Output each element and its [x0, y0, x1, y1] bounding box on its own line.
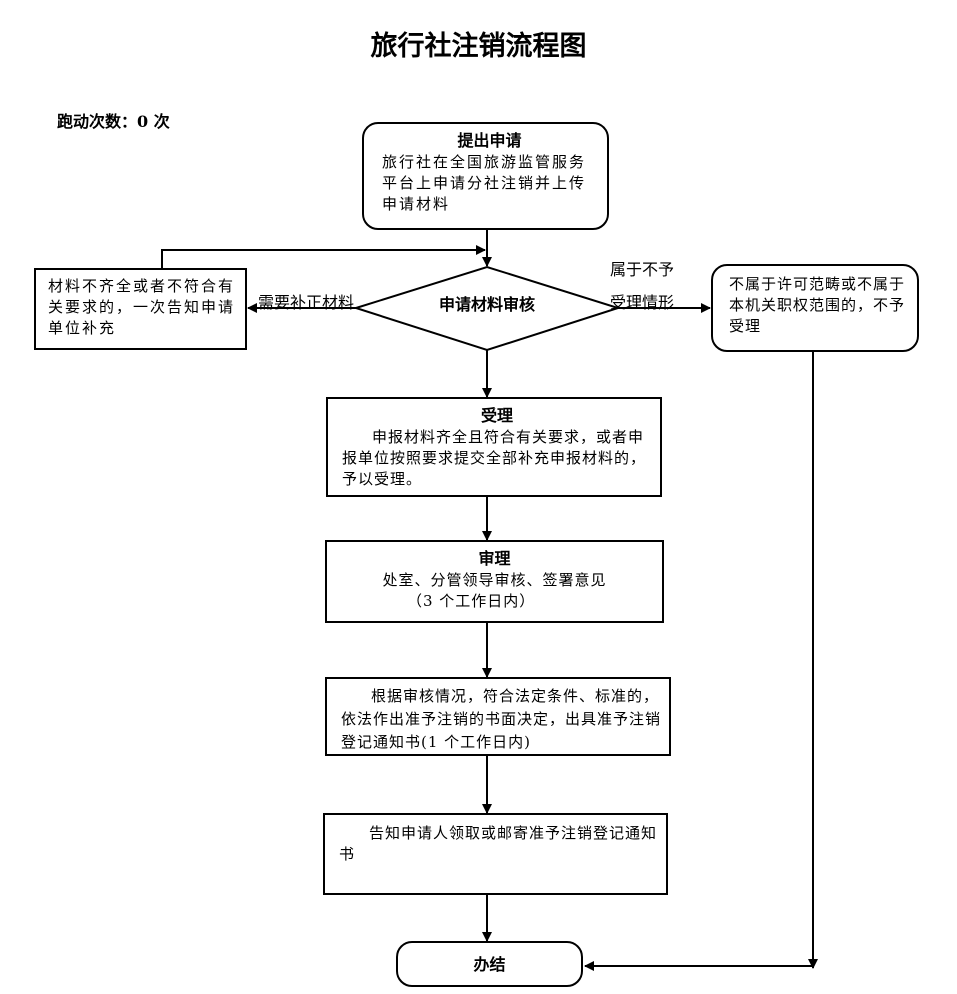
node-finish-title: 办结: [473, 955, 506, 974]
node-notify: 告知申请人领取或邮寄准予注销登记通知书: [323, 813, 668, 895]
node-accept-body: 申报材料齐全且符合有关要求，或者申报单位按照要求提交全部补充申报材料的，予以受理…: [342, 428, 647, 488]
node-apply-title: 提出申请: [457, 131, 522, 150]
node-finish: 办结: [396, 941, 583, 987]
label-need-supplement: 需要补正材料: [258, 293, 355, 312]
node-review-title: 申请材料审核: [438, 295, 535, 314]
node-examine-days: （3 个工作日内）: [407, 592, 536, 610]
node-examine-body: 处室、分管领导审核、签署意见: [382, 571, 607, 589]
run-count: 跑动次数：0 次: [57, 112, 170, 131]
node-accept: 受理 申报材料齐全且符合有关要求，或者申报单位按照要求提交全部补充申报材料的，予…: [326, 397, 662, 497]
node-reject-body: 不属于许可范畴或不属于本机关职权范围的，不予受理: [729, 275, 906, 335]
node-notify-body: 告知申请人领取或邮寄准予注销登记通知书: [339, 824, 658, 863]
node-examine-title: 审理: [478, 549, 511, 568]
node-apply: 提出申请 旅行社在全国旅游监管服务平台上申请分社注销并上传申请材料: [362, 122, 609, 230]
arrow-supplement-return: [161, 245, 486, 268]
node-apply-body: 旅行社在全国旅游监管服务平台上申请分社注销并上传申请材料: [382, 153, 587, 213]
node-accept-title: 受理: [480, 406, 513, 425]
node-supplement: 材料不齐全或者不符合有关要求的，一次告知申请单位补充: [34, 268, 247, 350]
label-reject-line2: 受理情形: [610, 293, 675, 312]
node-reject: 不属于许可范畴或不属于本机关职权范围的，不予受理: [711, 264, 919, 352]
node-decide: 根据审核情况，符合法定条件、标准的，依法作出准予注销的书面决定，出具准予注销登记…: [325, 677, 671, 756]
page-title: 旅行社注销流程图: [370, 31, 587, 62]
label-reject-line1: 属于不予: [610, 260, 675, 279]
node-examine: 审理 处室、分管领导审核、签署意见 （3 个工作日内）: [325, 540, 664, 623]
node-supplement-body: 材料不齐全或者不符合有关要求的，一次告知申请单位补充: [48, 277, 236, 337]
node-decide-body: 根据审核情况，符合法定条件、标准的，依法作出准予注销的书面决定，出具准予注销登记…: [341, 687, 662, 751]
